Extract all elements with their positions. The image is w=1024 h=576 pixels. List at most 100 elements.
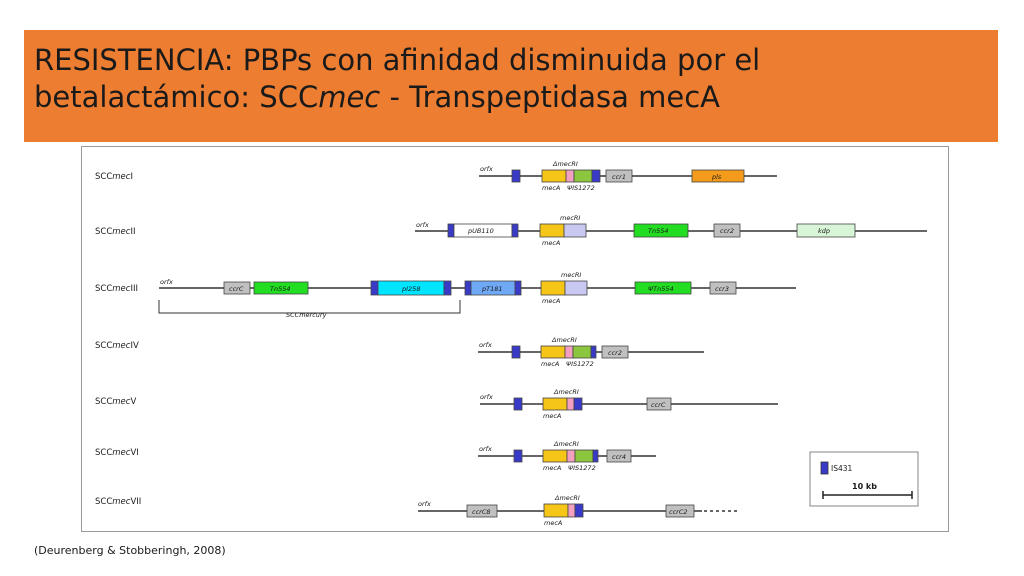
- orfx-label: orfx: [416, 221, 429, 229]
- pub110-label: pUB110: [467, 227, 494, 235]
- ccrc-label: ccrC: [651, 401, 666, 409]
- meca-box: [540, 280, 566, 296]
- is431-legend-label: IS431: [831, 464, 853, 473]
- row-label: SCCmecVII: [95, 497, 141, 507]
- sccmercury-label: SCCmercury: [286, 311, 327, 319]
- mecri-label: ΔmecRI: [553, 388, 579, 396]
- row-scc-mec-vi: SCCmecVI orfx ΔmecRI mecA ΨIS1272 ccr4: [95, 440, 656, 472]
- row-scc-mec-vii: SCCmecVII orfx ccrC8 ΔmecRI mecA ccrC2: [95, 494, 737, 527]
- row-scc-mec-ii: SCCmecII orfx pUB110 mecRI mecA Tn554 cc…: [95, 214, 927, 247]
- mecri-box: [564, 345, 574, 359]
- is431-box: [370, 280, 379, 296]
- mecri-box: [566, 397, 575, 411]
- pls-label: pls: [711, 173, 722, 181]
- ccrc8-label: ccrC8: [472, 508, 491, 516]
- row-label: SCCmecV: [95, 397, 136, 407]
- is1272-box: [573, 169, 593, 183]
- is431-box: [573, 397, 583, 411]
- is1272-label: ΨIS1272: [568, 464, 596, 472]
- psi-tn554-box: [634, 281, 692, 295]
- mecri-label: ΔmecRI: [552, 160, 578, 168]
- is1272-box: [572, 345, 592, 359]
- row-label: SCCmecI: [95, 172, 133, 182]
- pi258-label: pI258: [401, 285, 420, 293]
- is431-box: [464, 280, 472, 296]
- ccrc-box: [646, 397, 672, 411]
- is431-box: [592, 449, 599, 463]
- meca-label: mecA: [543, 464, 561, 472]
- ccr2-box: [601, 345, 629, 359]
- ccrc-box: [223, 281, 251, 295]
- row-scc-mec-i: SCCmecI orfx ΔmecRI mecA ΨIS1272 ccr1 pl…: [95, 160, 777, 192]
- row-scc-mec-iv: SCCmecIV orfx ΔmecRI mecA ΨIS1272 ccr2: [95, 336, 704, 368]
- mecri-box: [563, 223, 587, 238]
- is431-box: [590, 345, 597, 359]
- meca-box: [541, 169, 567, 183]
- meca-box: [540, 345, 566, 359]
- tn554-box: [253, 281, 309, 295]
- ccr1-label: ccr1: [612, 173, 626, 181]
- row-label: SCCmecIII: [95, 284, 138, 294]
- legend-frame: [809, 451, 919, 507]
- row-label: SCCmecIV: [95, 341, 139, 351]
- ccrc2-label: ccrC2: [669, 508, 688, 516]
- kdp-label: kdp: [818, 227, 830, 235]
- orfx-label: orfx: [479, 445, 492, 453]
- tn554-label: Tn554: [648, 227, 669, 235]
- is431-legend-swatch: [820, 461, 829, 475]
- meca-box: [539, 223, 565, 238]
- title-bar: RESISTENCIA: PBPs con afinidad disminuid…: [24, 30, 998, 142]
- ccr2-label: ccr2: [720, 227, 734, 235]
- ccr3-box: [709, 281, 737, 295]
- mecri-box: [564, 280, 588, 296]
- is431-box: [514, 280, 522, 296]
- mecri-label: mecRI: [561, 271, 581, 279]
- is1272-label: ΨIS1272: [566, 360, 594, 368]
- title-part-italic: mec: [318, 80, 381, 114]
- meca-label: mecA: [542, 297, 560, 305]
- row-label: SCCmecVI: [95, 448, 139, 458]
- meca-label: mecA: [544, 519, 562, 527]
- psi-tn554-label: ΨTn554: [648, 285, 674, 293]
- is431-box: [591, 169, 601, 183]
- is431-box: [574, 503, 584, 518]
- orfx-label: orfx: [160, 278, 173, 286]
- pls-box: [691, 169, 745, 183]
- tn554-label: Tn554: [270, 285, 291, 293]
- is431-box: [447, 223, 455, 238]
- citation: (Deurenberg & Stobberingh, 2008): [34, 544, 226, 557]
- meca-box: [543, 503, 569, 518]
- mecri-label: ΔmecRI: [553, 440, 579, 448]
- slide-title-line-2: betalactámico: SCCmec - Transpeptidasa m…: [34, 79, 988, 116]
- meca-label: mecA: [541, 360, 559, 368]
- is431-box: [511, 223, 519, 238]
- ccr4-label: ccr4: [612, 453, 626, 461]
- mecri-label: mecRI: [560, 214, 580, 222]
- sccmercury-bracket: [158, 300, 461, 314]
- is431-box: [511, 169, 521, 183]
- mecri-label: ΔmecRI: [551, 336, 577, 344]
- meca-label: mecA: [543, 412, 561, 420]
- orfx-label: orfx: [479, 341, 492, 349]
- is431-box: [511, 345, 521, 359]
- ccr2-box: [713, 223, 741, 238]
- mecri-box: [566, 449, 576, 463]
- title-part-b: - Transpeptidasa mecA: [380, 80, 721, 114]
- orfx-label: orfx: [480, 393, 493, 401]
- kdp-box: [796, 223, 856, 238]
- meca-label: mecA: [542, 184, 560, 192]
- meca-label: mecA: [542, 239, 560, 247]
- tn554-box: [633, 223, 689, 238]
- pt181-label: pT181: [481, 285, 503, 293]
- mecri-box: [567, 503, 576, 518]
- ccr3-label: ccr3: [715, 285, 729, 293]
- legend-box: IS431 10 kb: [809, 451, 919, 507]
- meca-box: [542, 397, 568, 411]
- scale-bar-label: 10 kb: [852, 482, 877, 491]
- is431-box: [443, 280, 452, 296]
- is1272-box: [574, 449, 594, 463]
- ccr4-box: [606, 449, 632, 463]
- is431-box: [513, 397, 523, 411]
- slide-title-line-1: RESISTENCIA: PBPs con afinidad disminuid…: [34, 43, 761, 77]
- ccrc-label: ccrC: [229, 285, 244, 293]
